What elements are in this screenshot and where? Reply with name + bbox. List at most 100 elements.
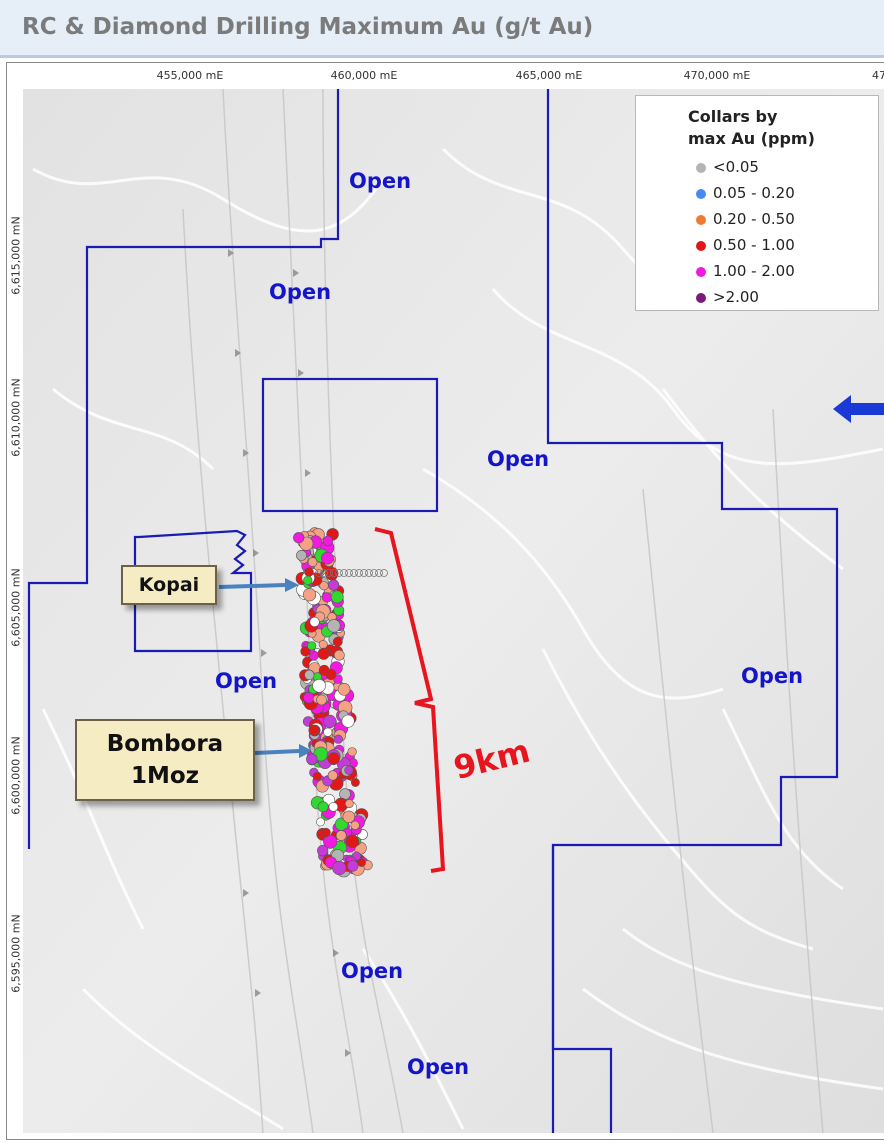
drill-collar <box>316 817 325 827</box>
map-frame: 455,000 mE 460,000 mE 465,000 mE 470,000… <box>6 62 884 1140</box>
drill-collar <box>370 569 378 577</box>
drill-collar <box>321 827 331 838</box>
drill-collar <box>323 834 338 849</box>
drill-collar <box>350 778 360 787</box>
open-label: Open <box>341 959 404 983</box>
drill-collar <box>337 682 351 696</box>
open-label: Open <box>407 1055 470 1079</box>
legend-title-line1: Collars by <box>688 107 778 126</box>
terrain-texture <box>32 147 884 1131</box>
legend-dot-icon <box>696 267 706 277</box>
drill-collar <box>365 569 373 577</box>
legend-item: 0.20 - 0.50 <box>696 210 795 228</box>
callout-arrows <box>218 578 313 758</box>
y-tick-label: 6,610,000 mN <box>9 378 23 457</box>
drill-collar <box>321 551 334 565</box>
drill-collar <box>322 535 334 547</box>
drill-collar <box>317 801 329 813</box>
drill-collar <box>345 569 353 577</box>
y-tick-label: 6,605,000 mN <box>9 568 23 647</box>
distance-bracket <box>374 527 446 873</box>
legend-title: Collars by max Au (ppm) <box>688 106 815 150</box>
kopai-callout: Kopai <box>121 565 217 605</box>
drill-collar <box>335 830 347 841</box>
drill-collar <box>323 727 333 737</box>
drill-collar <box>357 858 366 867</box>
drill-collar <box>333 649 345 661</box>
drill-collar <box>323 714 337 729</box>
x-tick-label: 455,000 mE <box>156 69 224 82</box>
drill-collar <box>309 616 320 628</box>
y-tick-label: 6,600,000 mN <box>9 736 23 815</box>
drill-collar <box>327 619 341 633</box>
bombora-resource: 1Moz <box>130 763 200 789</box>
x-tick-label: 465,000 mE <box>515 69 583 82</box>
drill-collar <box>342 810 355 823</box>
drill-collar <box>335 569 343 577</box>
legend-dot-icon <box>696 293 706 303</box>
drill-collar <box>330 569 338 577</box>
page-title: RC & Diamond Drilling Maximum Au (g/t Au… <box>22 14 594 40</box>
drill-collar <box>296 549 307 561</box>
drill-collar <box>293 532 305 544</box>
drill-collar <box>327 752 340 765</box>
x-tick-label: 470,000 mE <box>683 69 751 82</box>
drill-collar <box>312 678 326 693</box>
drill-collar <box>320 569 328 577</box>
legend-item: <0.05 <box>696 158 759 176</box>
drill-collar <box>316 694 327 706</box>
y-tick-label: 6,595,000 mN <box>9 914 23 993</box>
drill-collar <box>330 590 344 604</box>
drill-collar <box>328 579 340 591</box>
drill-collar <box>340 569 348 577</box>
open-label: Open <box>741 664 804 688</box>
x-tick-label: 460,000 mE <box>330 69 398 82</box>
drill-collar <box>328 802 339 812</box>
drill-collar <box>333 734 343 744</box>
drill-collar <box>321 592 333 603</box>
legend-dot-icon <box>696 241 706 251</box>
drill-collar <box>375 569 383 577</box>
drill-collar <box>380 569 388 577</box>
title-bar: RC & Diamond Drilling Maximum Au (g/t Au… <box>0 0 884 58</box>
legend: Collars by max Au (ppm) <0.05 0.05 - 0.2… <box>635 95 879 311</box>
drill-collar <box>350 569 358 577</box>
legend-title-line2: max Au (ppm) <box>688 129 815 148</box>
open-label: Open <box>269 280 332 304</box>
legend-dot-icon <box>696 189 706 199</box>
drill-collar <box>302 588 317 602</box>
drill-collar <box>347 747 357 757</box>
drill-collar <box>308 724 320 736</box>
drill-collar <box>332 636 343 647</box>
drill-collars <box>293 527 388 878</box>
legend-dot-icon <box>696 163 706 173</box>
drill-collar <box>304 567 314 577</box>
legend-dot-icon <box>696 215 706 225</box>
y-tick-label: 6,615,000 mN <box>9 216 23 295</box>
open-label: Open <box>487 447 550 471</box>
bombora-name: Bombora <box>106 731 224 757</box>
drill-collar <box>355 569 363 577</box>
tenement-boundary <box>27 89 839 1133</box>
legend-item: 1.00 - 2.00 <box>696 262 795 280</box>
drill-collar <box>307 641 317 651</box>
legend-item: >2.00 <box>696 288 759 306</box>
drill-collar <box>317 647 330 660</box>
legend-item: 0.50 - 1.00 <box>696 236 795 254</box>
drill-collar <box>325 668 337 680</box>
open-label: Open <box>349 169 412 193</box>
drill-collar <box>300 646 311 657</box>
drill-collar <box>315 569 323 577</box>
bombora-callout: Bombora 1Moz <box>75 719 255 801</box>
drill-collar <box>360 569 368 577</box>
drill-collar <box>327 770 338 781</box>
open-label: Open <box>215 669 278 693</box>
drill-collar <box>303 575 313 586</box>
drill-collar <box>303 691 315 704</box>
drill-collar <box>350 820 360 830</box>
drill-collar <box>332 860 347 876</box>
drill-collar <box>344 765 354 775</box>
drill-collar <box>344 799 354 808</box>
drill-collar <box>325 569 333 577</box>
x-tick-label: 47 <box>872 69 884 82</box>
